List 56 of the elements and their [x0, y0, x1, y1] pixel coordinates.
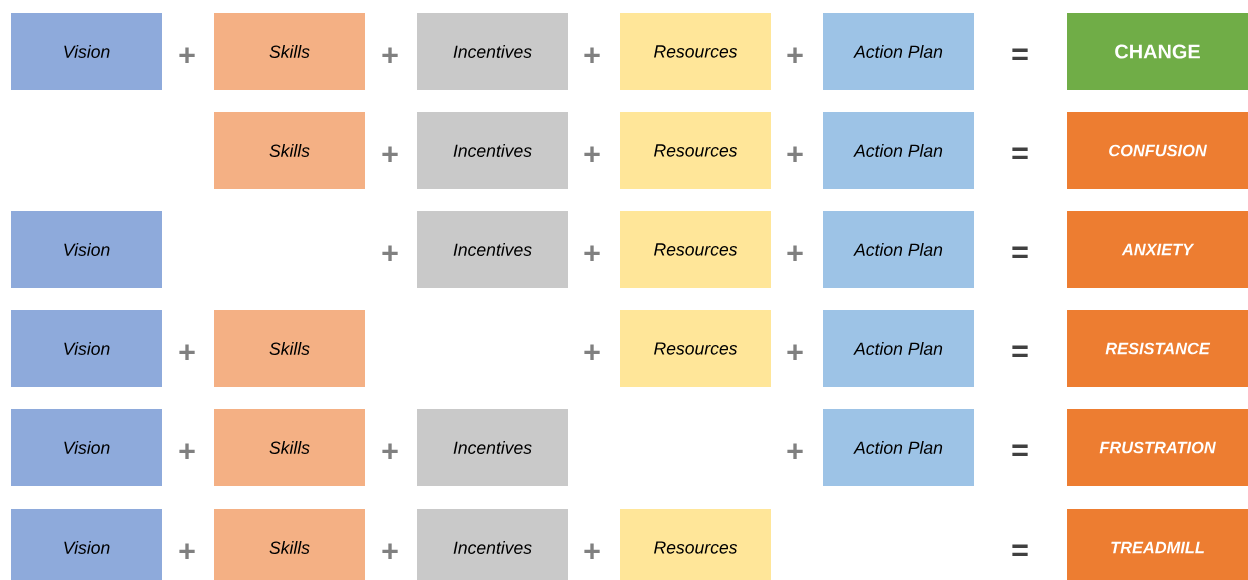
- result-box: CONFUSION: [1067, 112, 1248, 189]
- factor-box: Action Plan: [823, 310, 974, 387]
- result-box: TREADMILL: [1067, 509, 1248, 580]
- plus-sign: +: [179, 47, 195, 64]
- factor-box: Skills: [214, 13, 365, 90]
- factor-box: Incentives: [417, 112, 568, 189]
- factor-box: Incentives: [417, 509, 568, 580]
- result-box: CHANGE: [1067, 13, 1248, 90]
- result-box: ANXIETY: [1067, 211, 1248, 288]
- plus-sign: +: [382, 443, 398, 460]
- plus-sign: +: [787, 443, 803, 460]
- factor-box: Vision: [11, 509, 162, 580]
- factor-box: Skills: [214, 310, 365, 387]
- factor-box: Incentives: [417, 409, 568, 486]
- factor-box: Vision: [11, 310, 162, 387]
- plus-sign: +: [787, 47, 803, 64]
- plus-sign: +: [787, 344, 803, 361]
- factor-box: Vision: [11, 409, 162, 486]
- plus-sign: +: [179, 443, 195, 460]
- factor-box: Action Plan: [823, 112, 974, 189]
- plus-sign: +: [584, 47, 600, 64]
- plus-sign: +: [382, 146, 398, 163]
- plus-sign: +: [382, 47, 398, 64]
- plus-sign: +: [382, 543, 398, 560]
- equals-sign: =: [1012, 48, 1028, 61]
- plus-sign: +: [584, 344, 600, 361]
- factor-box: Resources: [620, 112, 771, 189]
- equals-sign: =: [1012, 345, 1028, 358]
- equals-sign: =: [1012, 544, 1028, 557]
- factor-box: Action Plan: [823, 13, 974, 90]
- factor-box: Resources: [620, 211, 771, 288]
- plus-sign: +: [787, 146, 803, 163]
- factor-box: Action Plan: [823, 409, 974, 486]
- factor-box: Skills: [214, 409, 365, 486]
- result-box: FRUSTRATION: [1067, 409, 1248, 486]
- equals-sign: =: [1012, 246, 1028, 259]
- plus-sign: +: [584, 146, 600, 163]
- plus-sign: +: [179, 344, 195, 361]
- factor-box: Resources: [620, 310, 771, 387]
- factor-box: Vision: [11, 13, 162, 90]
- plus-sign: +: [179, 543, 195, 560]
- result-box: RESISTANCE: [1067, 310, 1248, 387]
- factor-box: Action Plan: [823, 211, 974, 288]
- factor-box: Vision: [11, 211, 162, 288]
- factor-box: Resources: [620, 13, 771, 90]
- factor-box: Resources: [620, 509, 771, 580]
- plus-sign: +: [382, 245, 398, 262]
- factor-box: Skills: [214, 509, 365, 580]
- factor-box: Incentives: [417, 211, 568, 288]
- equals-sign: =: [1012, 444, 1028, 457]
- factor-box: Skills: [214, 112, 365, 189]
- plus-sign: +: [787, 245, 803, 262]
- plus-sign: +: [584, 543, 600, 560]
- plus-sign: +: [584, 245, 600, 262]
- equals-sign: =: [1012, 147, 1028, 160]
- factor-box: Incentives: [417, 13, 568, 90]
